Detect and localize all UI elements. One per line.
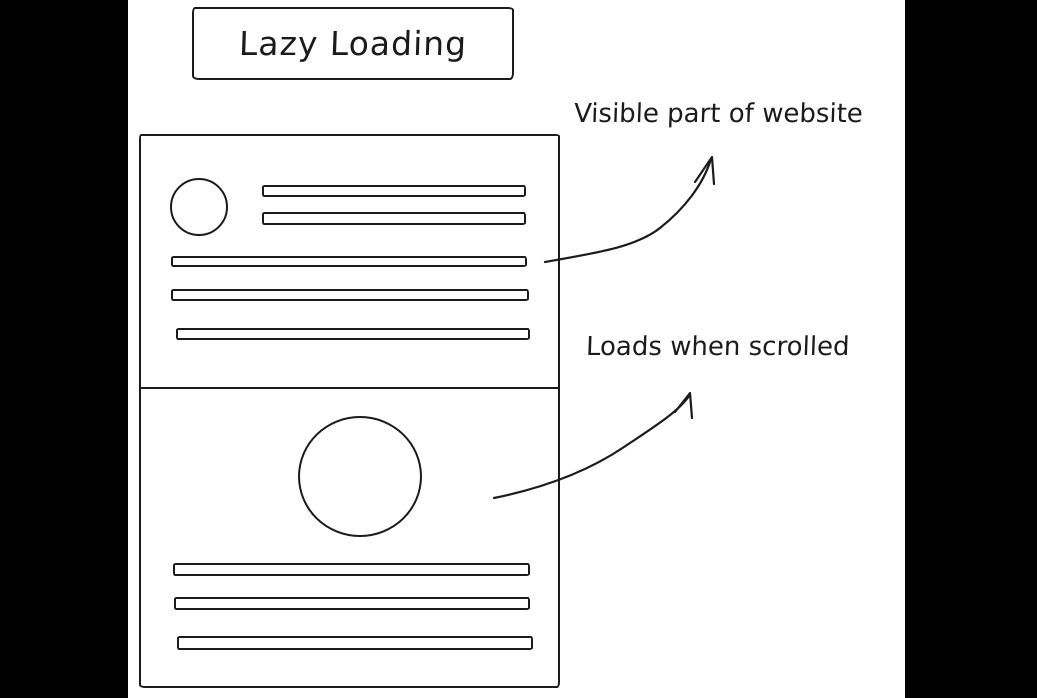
lazy-image-circle-placeholder bbox=[298, 416, 422, 537]
avatar-circle-placeholder bbox=[170, 178, 228, 236]
full-text-line-placeholder bbox=[174, 597, 530, 610]
title-box: Lazy Loading bbox=[192, 7, 514, 80]
sketch-canvas: Lazy Loading Visible part of website Loa… bbox=[128, 0, 905, 698]
curved-arrow-to-visible-annotation-icon bbox=[543, 155, 716, 264]
full-text-line-placeholder bbox=[177, 636, 533, 650]
loads-when-scrolled-annotation: Loads when scrolled bbox=[585, 332, 851, 362]
short-text-line-placeholder bbox=[262, 212, 526, 225]
short-text-line-placeholder bbox=[262, 185, 526, 197]
visible-part-annotation: Visible part of website bbox=[573, 99, 864, 129]
full-text-line-placeholder bbox=[171, 289, 529, 301]
full-text-line-placeholder bbox=[176, 328, 530, 340]
visible-section bbox=[141, 136, 558, 389]
full-text-line-placeholder bbox=[171, 256, 527, 267]
diagram-title: Lazy Loading bbox=[238, 24, 468, 63]
full-text-line-placeholder bbox=[173, 563, 530, 576]
